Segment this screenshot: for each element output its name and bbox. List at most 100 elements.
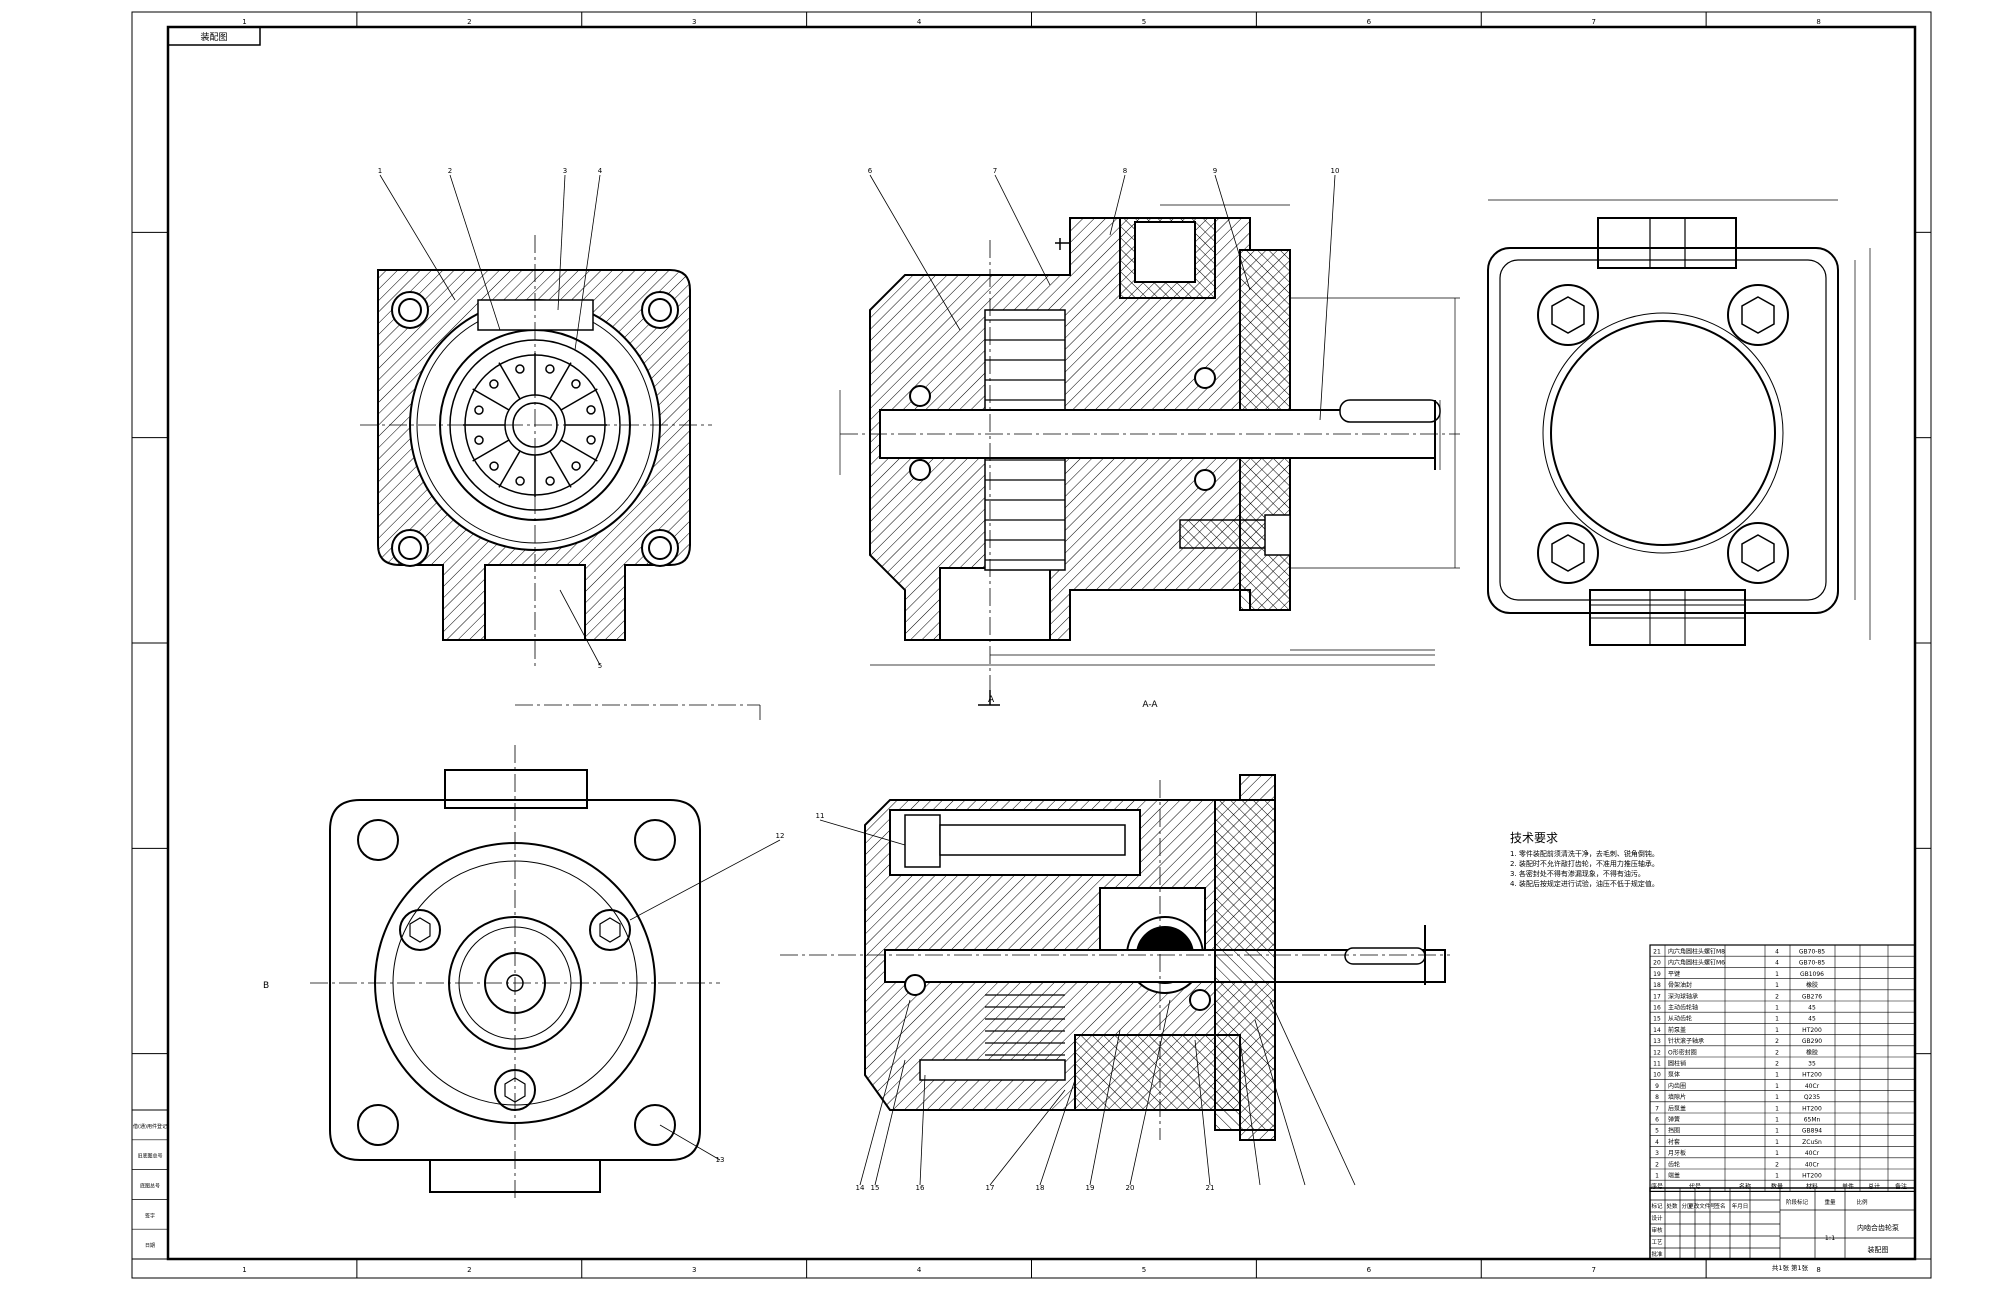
drawing-scale: 1:1 <box>1825 1234 1835 1242</box>
title-block-cell: 工艺 <box>1651 1239 1663 1246</box>
title-block-cell: 批准 <box>1651 1250 1663 1258</box>
svg-text:15: 15 <box>1653 1016 1661 1023</box>
svg-text:单件: 单件 <box>1842 1183 1854 1191</box>
title-block-cell: 重量 <box>1824 1198 1836 1206</box>
svg-text:内六角圆柱头螺钉M8: 内六角圆柱头螺钉M8 <box>1668 948 1725 956</box>
svg-text:8: 8 <box>1655 1094 1659 1101</box>
title-block-cell: 处数 <box>1666 1202 1678 1210</box>
front-view-top-left <box>377 269 691 641</box>
svg-text:5: 5 <box>1655 1128 1659 1135</box>
svg-text:1: 1 <box>1775 1027 1779 1034</box>
part-balloon-label: 5 <box>598 662 602 670</box>
svg-text:平键: 平键 <box>1668 970 1680 978</box>
zone-top-label: 8 <box>1816 18 1820 26</box>
part-balloon-label: 3 <box>563 167 567 175</box>
title-block-cell: 阶段标记 <box>1786 1198 1809 1206</box>
svg-text:1: 1 <box>1775 1005 1779 1012</box>
svg-text:代号: 代号 <box>1689 1183 1701 1191</box>
title-block-cell: 比例 <box>1856 1198 1868 1206</box>
part-balloon-label: 19 <box>1086 1184 1095 1192</box>
revision-label: 底图总号 <box>140 1183 160 1190</box>
svg-text:1: 1 <box>1775 1094 1779 1101</box>
title-tab: 装配图 <box>167 26 261 46</box>
svg-text:端盖: 端盖 <box>1668 1172 1680 1180</box>
front-view-leaders <box>379 174 601 666</box>
svg-text:2: 2 <box>1655 1161 1659 1168</box>
svg-text:1: 1 <box>1775 982 1779 989</box>
svg-text:数量: 数量 <box>1771 1183 1783 1191</box>
zone-top-label: 1 <box>242 18 246 26</box>
section-view-label: A-A <box>1142 700 1158 710</box>
zone-bottom-label: 1 <box>242 1266 246 1274</box>
revision-label: 签字 <box>145 1212 155 1219</box>
svg-text:2: 2 <box>1775 1061 1779 1068</box>
drawing-number: 装配图 <box>1868 1245 1889 1254</box>
svg-text:衬套: 衬套 <box>1668 1138 1680 1146</box>
zone-bottom-label: 5 <box>1142 1266 1146 1274</box>
svg-text:2: 2 <box>1775 1161 1779 1168</box>
tech-line-3: 3. 各密封处不得有渗漏现象，不得有油污。 <box>1510 869 1645 878</box>
svg-text:19: 19 <box>1653 971 1661 978</box>
svg-text:1: 1 <box>1775 1105 1779 1112</box>
svg-text:4: 4 <box>1775 949 1779 956</box>
svg-text:16: 16 <box>1653 1005 1661 1012</box>
section-view-leaders <box>869 174 1336 421</box>
part-balloon-label: 8 <box>1123 167 1127 175</box>
drawing-sheet-count: 共1张 第1张 <box>1772 1263 1809 1272</box>
svg-text:内齿圈: 内齿圈 <box>1668 1082 1686 1090</box>
section-marker-b: B <box>263 981 269 991</box>
part-balloon-label: 10 <box>1331 167 1340 175</box>
svg-text:GB894: GB894 <box>1802 1128 1822 1135</box>
svg-text:填隙片: 填隙片 <box>1668 1093 1686 1101</box>
svg-text:HT200: HT200 <box>1802 1105 1822 1112</box>
svg-text:12: 12 <box>1653 1049 1661 1056</box>
svg-text:总计: 总计 <box>1868 1183 1880 1191</box>
section-view-dimensions <box>839 204 1460 666</box>
title-block-cell: 签名 <box>1714 1202 1725 1210</box>
zone-top-label: 2 <box>467 18 471 26</box>
svg-text:挡圈: 挡圈 <box>1668 1127 1680 1135</box>
svg-text:主动齿轮轴: 主动齿轮轴 <box>1668 1004 1698 1012</box>
zone-markers-side <box>132 231 1931 1055</box>
svg-text:齿轮: 齿轮 <box>1668 1160 1680 1168</box>
svg-text:橡胶: 橡胶 <box>1806 1048 1818 1056</box>
end-view-centerlines <box>310 704 761 1200</box>
svg-text:1: 1 <box>1775 1016 1779 1023</box>
svg-text:4: 4 <box>1655 1139 1659 1146</box>
part-balloon-label: 4 <box>598 167 603 175</box>
part-balloon-label: 16 <box>916 1184 925 1192</box>
svg-text:GB70-85: GB70-85 <box>1799 949 1825 956</box>
part-balloon-label: 7 <box>993 167 997 175</box>
section-cut-marker <box>978 238 1070 706</box>
svg-text:1: 1 <box>1775 1173 1779 1180</box>
part-balloon-label: 17 <box>986 1184 995 1192</box>
svg-text:2: 2 <box>1775 1038 1779 1045</box>
svg-text:圆柱销: 圆柱销 <box>1668 1060 1686 1068</box>
svg-text:40Cr: 40Cr <box>1805 1161 1820 1168</box>
svg-text:后泵盖: 后泵盖 <box>1668 1104 1686 1112</box>
part-balloon-label: 18 <box>1036 1184 1045 1192</box>
title-block-cell: 设计 <box>1651 1214 1663 1222</box>
svg-text:HT200: HT200 <box>1802 1027 1822 1034</box>
tech-requirements: 技术要求 1. 零件装配前须清洗干净，去毛刺、锐角倒钝。 2. 装配时不允许敲打… <box>1510 831 1659 888</box>
title-block-cell: 分区 <box>1681 1202 1693 1210</box>
svg-text:1: 1 <box>1775 971 1779 978</box>
svg-text:11: 11 <box>1653 1061 1661 1068</box>
revision-label: 借(通)用件登记 <box>133 1123 167 1130</box>
zone-bottom-label: 2 <box>467 1266 471 1274</box>
